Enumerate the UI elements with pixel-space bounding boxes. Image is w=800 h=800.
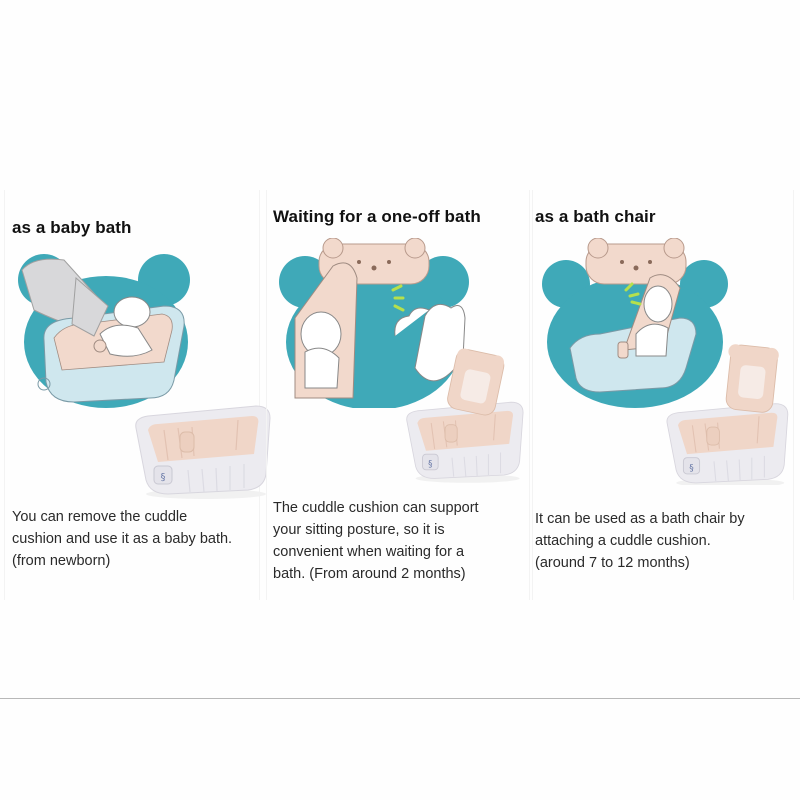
baby-reclining-while-parent-showers-illustration	[279, 238, 469, 408]
description-line: convenient when waiting for a	[273, 544, 465, 560]
description-line: cushion and use it as a baby bath.	[12, 531, 233, 547]
description-line: attaching a cuddle cushion.	[535, 533, 711, 549]
description-line: The cuddle cushion can support	[273, 500, 479, 516]
panel-title-bath-chair: as a bath chair	[535, 207, 656, 226]
tub-product-photo	[400, 348, 530, 485]
description-line: (around 7 to 12 months)	[535, 555, 690, 571]
panel-description-baby-bath: You can remove the cuddle cushion and us…	[12, 506, 232, 572]
description-line: You can remove the cuddle	[12, 509, 188, 525]
description-line: bath. (From around 2 months)	[273, 566, 466, 582]
description-line: your sitting posture, so it is	[273, 522, 445, 538]
panel-title-one-off-bath: Waiting for a one-off bath	[273, 207, 481, 226]
panel-title-baby-bath: as a baby bath	[12, 218, 132, 237]
description-line: (from newborn)	[12, 553, 111, 569]
panel-baby-bath	[4, 190, 260, 600]
panel-bath-chair	[532, 190, 794, 600]
panel-description-bath-chair: It can be used as a bath chair by attach…	[535, 508, 745, 574]
tub-product-photo	[660, 344, 795, 485]
panel-description-one-off-bath: The cuddle cushion can support your sitt…	[273, 497, 479, 585]
panel-one-off-bath	[266, 190, 530, 600]
parent-bathing-newborn-illustration	[18, 254, 190, 408]
horizontal-divider	[0, 698, 800, 699]
description-line: It can be used as a bath chair by	[535, 511, 745, 527]
tub-product-photo	[128, 370, 278, 500]
baby-seated-in-bath-chair-illustration	[542, 238, 728, 408]
